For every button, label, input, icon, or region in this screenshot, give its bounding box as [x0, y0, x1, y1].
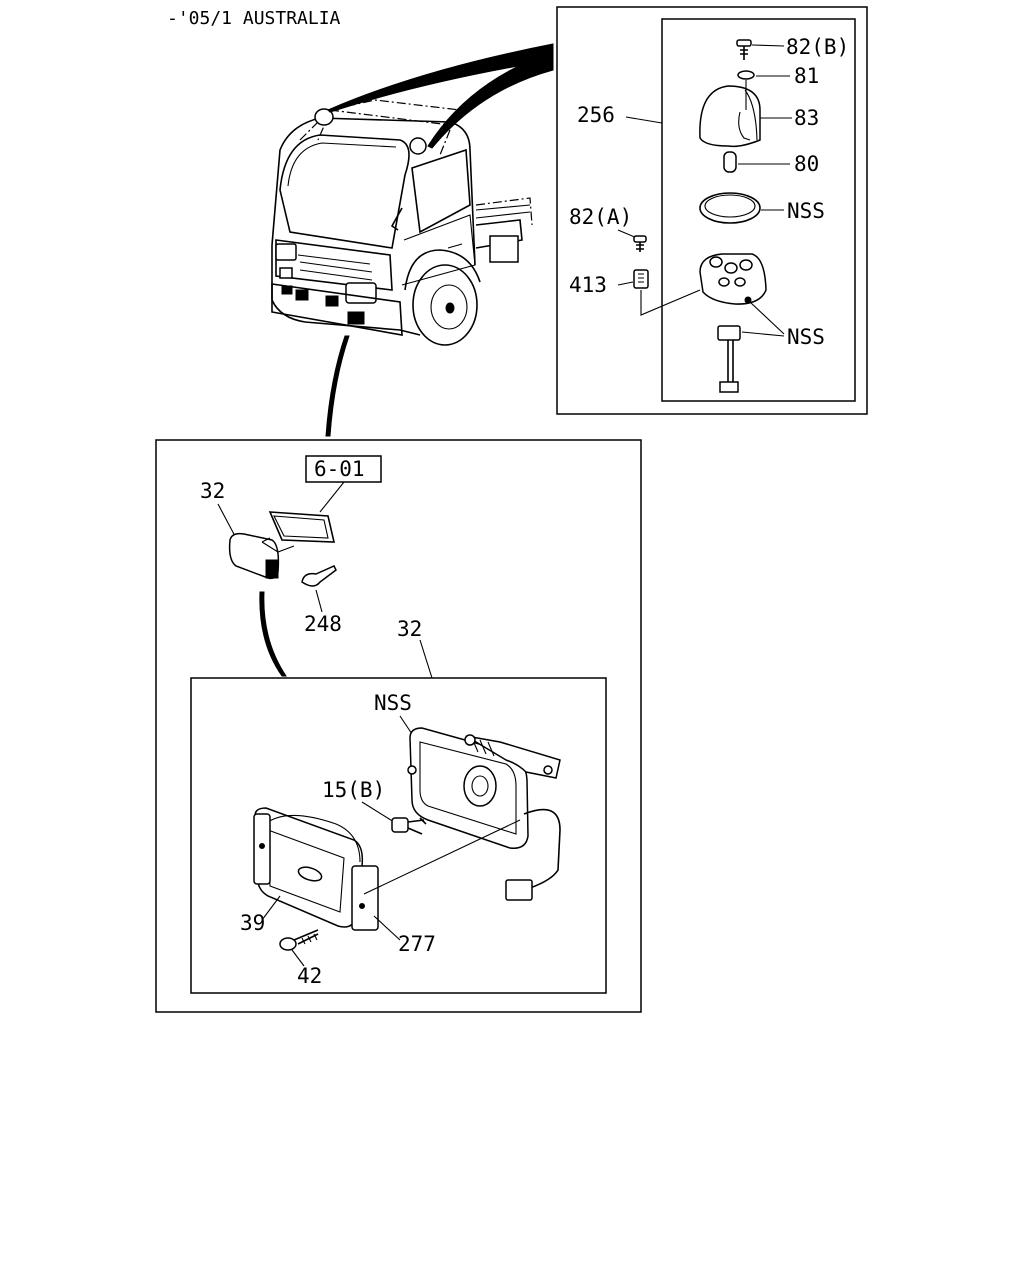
callout-277: 277 [398, 932, 436, 956]
callout-15b: 15(B) [322, 778, 385, 802]
callout-83: 83 [794, 106, 819, 130]
callout-256: 256 [577, 103, 615, 127]
lamp-base-icon [699, 253, 767, 305]
callout-81: 81 [794, 64, 819, 88]
callout-248: 248 [304, 612, 342, 636]
foglamp-leader [325, 335, 350, 437]
callout-82b: 82(B) [786, 35, 849, 59]
foglamp-small-icon [228, 511, 336, 580]
foglamp-lens-icon [253, 807, 379, 931]
diagram-title: -'05/1 AUSTRALIA [167, 8, 341, 29]
callout-39: 39 [240, 911, 265, 935]
bulb-icon [723, 151, 737, 173]
dome-lens-icon [699, 85, 761, 148]
bracket-icon [301, 565, 337, 613]
callout-42: 42 [297, 964, 322, 988]
callout-82a: 82(A) [569, 205, 632, 229]
beacon-detail-frame [661, 18, 856, 402]
callout-nss-ring: NSS [787, 199, 825, 223]
callout-80: 80 [794, 152, 819, 176]
callout-nss-housing: NSS [374, 691, 412, 715]
connector-harness-icon [717, 325, 741, 393]
screw-icon [633, 235, 647, 252]
callout-413: 413 [569, 273, 607, 297]
screw-icon [736, 39, 752, 60]
foglamp-housing-icon [407, 727, 561, 901]
beacon-inset-frame [556, 6, 868, 415]
foglamp-detail-frame [190, 677, 607, 994]
halogen-bulb-icon [391, 817, 427, 835]
callout-nss-base: NSS [787, 325, 825, 349]
bolt-icon [633, 269, 649, 289]
callout-32-small: 32 [200, 479, 225, 503]
gasket-ring-icon [699, 192, 761, 224]
foglamp-inset-frame [155, 439, 642, 1013]
reference-6-01: 6-01 [314, 457, 365, 481]
callout-32-detail: 32 [397, 617, 422, 641]
washer-icon [737, 70, 755, 80]
screw-icon [279, 929, 319, 951]
truck-illustration [271, 99, 533, 346]
